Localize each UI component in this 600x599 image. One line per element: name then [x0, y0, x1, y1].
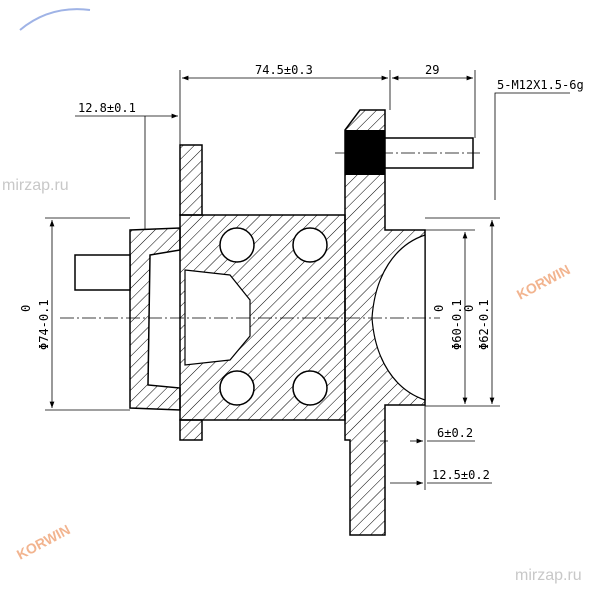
- dim-pilot-inner-upper: 0: [432, 305, 446, 312]
- centerlines: [60, 152, 480, 319]
- ball-top-right: [292, 227, 328, 263]
- watermark-site: mirzap.ru: [2, 177, 69, 194]
- watermark-brand: KORWIN: [14, 521, 73, 562]
- hub-body: [179, 214, 346, 421]
- mount-tab-top: [179, 144, 203, 216]
- watermark-swoosh: [19, 8, 91, 31]
- bearing-balls: [219, 227, 328, 406]
- dim-pilot-inner: Φ60-0.1: [450, 299, 464, 350]
- sensor-connector: [74, 254, 131, 291]
- ball-top-left: [219, 227, 255, 263]
- dim-pilot-outer-upper: 0: [462, 305, 476, 312]
- mount-tab-bottom: [179, 419, 203, 441]
- watermark-site: mirzap.ru: [515, 567, 582, 584]
- ball-bottom-right: [292, 370, 328, 406]
- dim-overall-length: 74.5±0.3: [255, 63, 313, 77]
- dim-left-diameter-upper: 0: [19, 305, 33, 312]
- wheel-stud: [345, 130, 474, 175]
- sensor-cap: [129, 227, 181, 411]
- dimension-lines: [45, 70, 570, 490]
- dim-left-diameter: Φ74-0.1: [37, 299, 51, 350]
- dim-pilot-length: 12.5±0.2: [432, 468, 490, 482]
- dim-pilot-outer: Φ62-0.1: [477, 299, 491, 350]
- dim-stud-length: 29: [425, 63, 439, 77]
- dim-flange-offset: 12.8±0.1: [78, 101, 136, 115]
- dim-stud-thread: 5-M12X1.5-6g: [497, 78, 584, 92]
- watermark-brand: KORWIN: [514, 261, 573, 302]
- ball-bottom-left: [219, 370, 255, 406]
- hub-inner: [184, 269, 251, 366]
- dim-pilot-depth: 6±0.2: [437, 426, 473, 440]
